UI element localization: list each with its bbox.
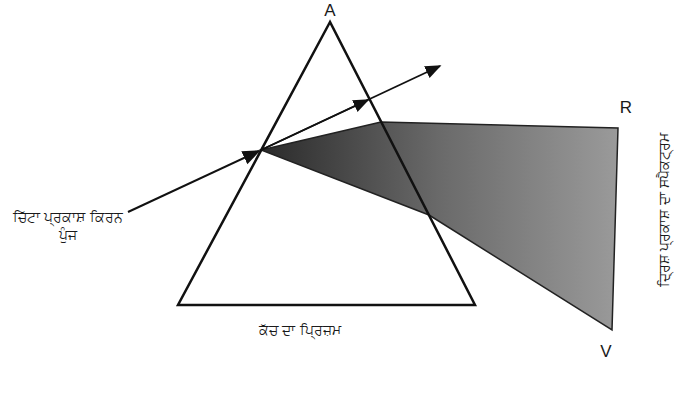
- apex-label: A: [324, 0, 335, 22]
- prism-label: ਕੱਚ ਦਾ ਪ੍ਰਿਜ਼ਮ: [259, 321, 341, 339]
- violet-end-label: V: [600, 341, 611, 363]
- ray-extension: [261, 66, 440, 150]
- red-end-label: R: [620, 97, 632, 119]
- ray-extension: [261, 100, 368, 150]
- spectrum-label: ਦ੍ਰਿਸ਼ ਪ੍ਰਕਾਸ਼ ਦਾ ਸਪੈਕਟ੍ਰਮ: [655, 133, 673, 287]
- spectrum-band: [261, 122, 618, 330]
- incident-ray: [128, 151, 259, 212]
- glass-prism: [178, 22, 475, 305]
- ray-label: ਚਿੱਟਾ ਪ੍ਰਕਾਸ਼ ਕਿਰਨ ਪੁੰਜ: [13, 208, 123, 244]
